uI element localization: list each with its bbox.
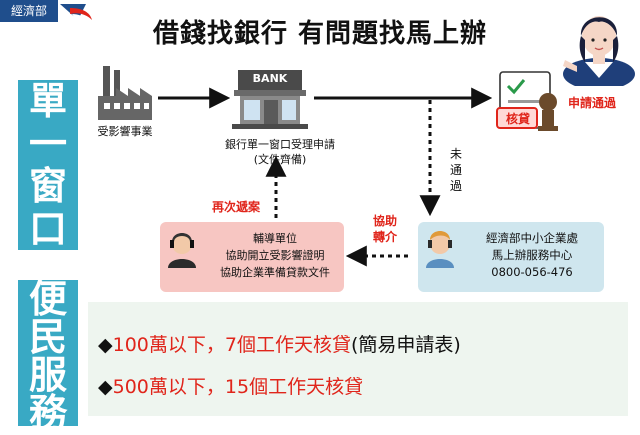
assist-transfer-line: 協助	[372, 214, 397, 228]
convenient-service-char: 民	[28, 315, 67, 359]
assist-transfer-line: 轉介	[372, 230, 397, 244]
bank-window-line: 銀行單一窗口受理申請	[225, 138, 335, 151]
convenient-service-char: 務	[28, 391, 67, 435]
service-item: ◆100萬以下，7個工作天核貸(簡易申請表)	[98, 330, 618, 357]
headset-agent-icon	[426, 231, 454, 268]
not-passed-char: 未	[449, 147, 462, 161]
not-passed-char: 通	[449, 163, 462, 177]
bullet-diamond-icon: ◆	[98, 334, 113, 356]
page-title: 借錢找銀行 有問題找馬上辦	[152, 19, 488, 49]
sme-line: 馬上辦服務中心	[491, 248, 573, 262]
service-highlight: 100萬以下，7個工作天核貸	[112, 334, 351, 356]
assist-transfer-label: 協助 轉介	[365, 213, 405, 245]
sme-hotline: 0800-056-476	[491, 265, 573, 279]
convenient-service-char: 服	[28, 353, 67, 397]
not-passed-label: 未 通 過	[445, 146, 467, 194]
flow-diagram	[98, 66, 558, 268]
single-window-char: 單	[28, 79, 67, 124]
factory-icon	[98, 66, 152, 120]
loan-approval-document-icon	[496, 71, 558, 131]
sme-service-center-box	[418, 222, 604, 292]
service-note: (簡易申請表)	[350, 334, 461, 356]
guidance-unit-text: 輔導單位 協助開立受影響證明 協助企業準備貸款文件	[200, 230, 350, 281]
ministry-logo-icon	[60, 4, 92, 20]
service-item: ◆500萬以下，15個工作天核貸	[98, 372, 618, 399]
service-panel	[88, 302, 628, 416]
approval-stamp-text: 核貸	[505, 112, 530, 126]
headset-support-icon	[168, 233, 196, 268]
single-window-banner: 單 一 窗 口	[18, 80, 78, 250]
convenient-service-char: 便	[28, 277, 67, 321]
service-highlight: 500萬以下，15個工作天核貸	[112, 376, 364, 398]
ministry-tag: 經濟部	[0, 0, 58, 22]
approved-label: 申請通過	[568, 96, 617, 110]
sme-line: 經濟部中小企業處	[486, 231, 578, 245]
bullet-diamond-icon: ◆	[98, 376, 113, 398]
bank-window-line: (文件齊備)	[253, 153, 307, 166]
guidance-line: 協助企業準備貸款文件	[220, 266, 330, 279]
guidance-line: 協助開立受影響證明	[225, 249, 325, 262]
guidance-unit-box	[160, 222, 344, 292]
convenient-service-banner: 便 民 服 務	[18, 277, 78, 432]
guidance-line: 輔導單位	[253, 232, 297, 245]
not-passed-char: 過	[449, 179, 462, 193]
service-staff-illustration	[563, 16, 635, 86]
bank-sign: BANK	[252, 72, 288, 85]
single-window-char: 一	[28, 121, 67, 166]
bank-icon	[232, 70, 308, 129]
reapply-label: 再次遞案	[211, 200, 260, 214]
bank-window-label: 銀行單一窗口受理申請 (文件齊備)	[205, 137, 355, 167]
affected-business-label: 受影響事業	[97, 125, 153, 138]
sme-service-center-text: 經濟部中小企業處 馬上辦服務中心 0800-056-476	[462, 230, 602, 281]
single-window-char: 口	[28, 206, 67, 251]
single-window-char: 窗	[28, 164, 67, 209]
